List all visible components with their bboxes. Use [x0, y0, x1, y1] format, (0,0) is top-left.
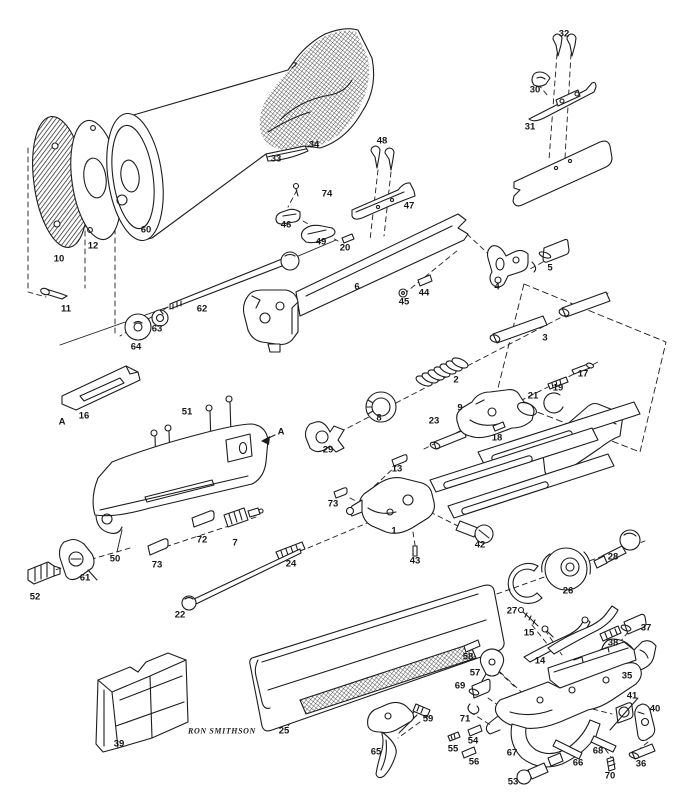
barrel-rear-shape — [512, 140, 613, 207]
firing-pin-17-shape — [571, 362, 595, 375]
roll-pin-37-shape — [620, 613, 647, 635]
pin-54-shape — [467, 724, 483, 737]
front-cap-26-shape — [541, 547, 591, 591]
action-bars-shape — [429, 401, 641, 519]
screws-48-shape — [370, 145, 395, 171]
ring-45-shape — [398, 288, 408, 298]
screws-32-shape — [552, 33, 577, 57]
rod-22-shape — [181, 548, 302, 611]
spring-15-shape — [517, 606, 554, 638]
washer-shape — [124, 313, 152, 341]
pin-5-shape — [531, 238, 570, 273]
pin-43-shape — [412, 545, 418, 557]
pin-72-shape — [191, 510, 215, 528]
cam-collar-29-shape — [304, 421, 345, 453]
takedown-screw-shape — [27, 561, 61, 585]
sight-leaf-46-shape — [275, 208, 301, 225]
lock-washer-shape — [151, 309, 169, 327]
forend-shape — [249, 584, 505, 732]
pin-18-shape — [492, 421, 506, 432]
pin-13-shape — [391, 454, 408, 467]
pin-58-shape — [463, 639, 481, 653]
rear-sight-base-shape — [528, 81, 597, 122]
c-ring-27-shape — [507, 562, 543, 605]
safety-cam-41-shape — [609, 697, 639, 731]
tube-3-shape — [489, 291, 611, 344]
stock-screw-shape — [40, 287, 68, 300]
pin-44-shape — [417, 274, 433, 287]
sear-57-shape — [479, 648, 505, 682]
safety-53-shape — [516, 752, 564, 785]
grip-cap-shape — [265, 145, 313, 162]
pin-36-shape — [628, 743, 656, 760]
buttstock-shape — [106, 28, 375, 242]
illustrator-signature: RON SMITHSON — [188, 726, 256, 736]
trigger-65-shape — [367, 701, 415, 779]
screw-74-shape — [292, 182, 300, 197]
action-slide-bar-shape — [61, 365, 141, 411]
front-sight-shape — [351, 182, 416, 220]
receiver-front-shape — [242, 289, 299, 353]
pin-73-right-shape — [333, 487, 348, 499]
clip-71-shape — [467, 703, 480, 715]
plunger-69-shape — [468, 678, 491, 699]
takedown-plate-shape — [58, 538, 98, 581]
barrel-shape — [295, 213, 469, 317]
knurled-bolt-shape — [223, 507, 264, 528]
bracket-4-shape — [486, 245, 529, 288]
lifter-shape — [547, 605, 619, 655]
lever-40-shape — [634, 703, 656, 742]
pin-56-shape — [461, 746, 477, 759]
spring-19-shape — [547, 376, 569, 390]
sight-base-49-shape — [300, 224, 336, 244]
spring-38-shape — [599, 625, 622, 642]
reference-arrow — [261, 434, 276, 445]
bolt-carrier-9-shape — [429, 389, 537, 450]
sight-aperture-30-shape — [531, 71, 551, 87]
pin-68-shape — [590, 735, 617, 753]
pin-20-shape — [341, 233, 355, 244]
trigger-housing-67-shape — [485, 641, 642, 768]
stock-bolt-shape — [169, 251, 300, 310]
receiver-cover-shape — [92, 423, 269, 534]
screw-28-shape — [593, 529, 641, 569]
bolt-42-shape — [455, 520, 494, 544]
spring-2-shape — [415, 357, 469, 387]
magazine-shape — [95, 652, 189, 753]
spring-70-shape — [606, 756, 616, 772]
pin-55-shape — [447, 731, 461, 742]
slide-block-1-shape — [345, 477, 435, 534]
pin-73-left-shape — [147, 538, 169, 556]
ring-21-shape — [543, 392, 564, 414]
pin-66-shape — [552, 739, 583, 760]
bolt-knob-8-shape — [365, 391, 397, 423]
